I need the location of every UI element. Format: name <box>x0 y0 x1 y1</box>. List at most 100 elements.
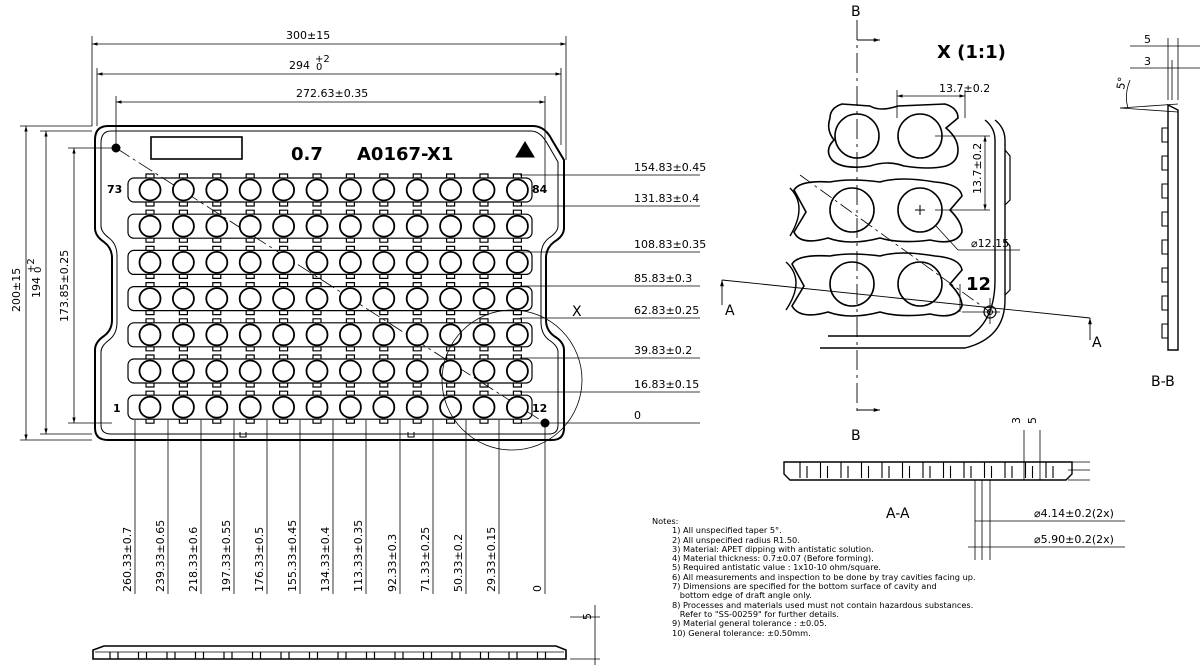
pocket <box>272 323 296 347</box>
col-dim-label: 155.33±0.45 <box>286 520 299 592</box>
pocket-tab <box>345 209 355 215</box>
pocket <box>171 359 195 383</box>
pocket-tab <box>279 282 289 287</box>
pocket-tab <box>345 238 355 243</box>
pocket-tab <box>446 202 456 207</box>
pocket-row-band <box>127 358 533 384</box>
pocket-tab <box>178 310 188 316</box>
pocket-tab <box>446 274 456 279</box>
aa-section-rib <box>901 462 911 478</box>
aa-section-rib <box>942 462 952 478</box>
pocket-tab <box>446 354 456 359</box>
pocket-tab <box>212 419 222 424</box>
pocket-tab <box>345 390 355 396</box>
pocket-tab <box>178 390 188 396</box>
dim-height-173: 173.85±0.25 <box>58 250 71 322</box>
pocket-tab <box>412 318 422 323</box>
col-dim-label: 29.33±0.15 <box>485 527 498 592</box>
col-dim-label: 239.33±0.65 <box>154 520 167 592</box>
side-view-rib <box>337 652 347 659</box>
pocket-tab <box>479 354 489 359</box>
detail-x-callout: X <box>572 304 582 320</box>
pocket-tab <box>279 318 289 323</box>
side-view-rib <box>166 652 176 659</box>
tray-outline-inner <box>100 130 559 435</box>
pocket <box>238 395 262 419</box>
section-bb-view <box>1119 38 1200 351</box>
pocket-tab <box>379 383 389 388</box>
pocket-tab <box>312 318 322 323</box>
pocket-tab <box>212 383 222 388</box>
aa-dim-5: 5 <box>1026 417 1039 424</box>
pocket <box>439 214 463 238</box>
row-dim-label: 131.83±0.4 <box>634 192 699 205</box>
pocket <box>506 395 529 419</box>
pocket <box>405 287 429 311</box>
pocket-tab <box>178 202 188 207</box>
pocket-tab <box>512 238 522 243</box>
pocket <box>305 323 329 347</box>
pocket <box>439 250 463 274</box>
pocket-tab <box>312 209 322 215</box>
side-view-rib <box>422 652 433 659</box>
pocket <box>405 359 429 383</box>
pocket-tab <box>512 282 522 287</box>
row-dim-label: 39.83±0.2 <box>634 344 692 357</box>
section-aa-title: A-A <box>886 506 910 522</box>
pocket <box>439 178 463 202</box>
pocket <box>472 178 496 202</box>
pocket-tab <box>345 318 355 323</box>
label-window <box>150 136 243 160</box>
pocket-tab <box>245 354 255 359</box>
pocket <box>171 395 195 419</box>
pocket <box>405 323 429 347</box>
pocket <box>138 178 162 202</box>
pocket-tab <box>446 346 456 352</box>
detail-dimension-lines <box>896 90 1020 251</box>
pocket <box>171 323 195 347</box>
pocket-tab <box>412 173 422 178</box>
pocket-tab <box>178 245 188 251</box>
pocket <box>372 287 396 311</box>
pocket-row-band <box>127 177 533 203</box>
pocket <box>171 250 195 274</box>
bb-section-rib <box>1161 127 1168 143</box>
dim-height-194-tol-lower: 0 <box>33 267 44 273</box>
pocket <box>472 287 496 311</box>
pocket-tab <box>279 390 289 396</box>
pocket-tab <box>178 383 188 388</box>
aa-section-rib <box>963 462 972 478</box>
pocket <box>338 359 362 383</box>
pocket-tab <box>379 318 389 323</box>
pocket-tab <box>279 383 289 388</box>
pocket-tab <box>145 318 155 323</box>
pocket <box>272 395 296 419</box>
pocket-tab <box>145 419 155 424</box>
detail-diagonal-line <box>799 174 991 313</box>
pocket-tab <box>212 346 222 352</box>
pocket-tab <box>312 238 322 243</box>
width-dimensions <box>91 36 567 190</box>
pocket-tab <box>479 238 489 243</box>
pocket <box>372 178 396 202</box>
dim-width-294: 294 <box>289 59 310 72</box>
pocket-tab <box>279 202 289 207</box>
pocket-row-band <box>127 286 533 312</box>
pocket <box>506 359 529 383</box>
pocket-tab <box>512 209 522 215</box>
tray-outline-outer <box>94 125 565 441</box>
bb-section-rib <box>1161 295 1168 311</box>
section-bb-title: B-B <box>1151 374 1175 390</box>
pocket-tab <box>479 245 489 251</box>
pocket-tab <box>379 346 389 352</box>
side-view-rib <box>479 652 490 659</box>
pocket-tab <box>379 419 389 424</box>
note-7-cont: bottom edge of draft angle only. <box>672 590 812 601</box>
pocket-tab <box>446 282 456 287</box>
pocket-tab <box>345 354 355 359</box>
pocket <box>272 287 296 311</box>
notes-heading: Notes: <box>652 516 679 526</box>
tray-part-code: A0167-X1 <box>357 144 453 165</box>
